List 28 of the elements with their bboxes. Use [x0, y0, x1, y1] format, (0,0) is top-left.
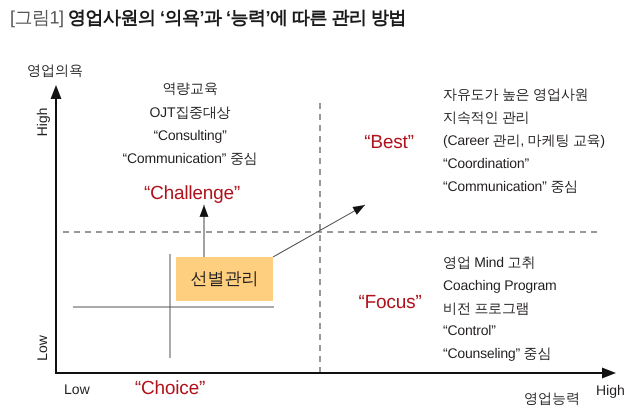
arrow: [200, 204, 208, 258]
note-text: 지속적인 관리: [443, 108, 530, 126]
arrow: [272, 204, 366, 258]
note-text: (Career 관리, 마케팅 교육): [443, 132, 605, 148]
axis-title: 영업의욕: [27, 62, 83, 78]
note-text: 역량교육: [162, 80, 218, 96]
quadrant-label: “Challenge”: [144, 183, 240, 205]
note-text: “Consulting”: [153, 126, 227, 144]
axis-title: 영업능력: [524, 390, 580, 406]
note-text: “Control”: [443, 322, 496, 338]
axis-scale-label: Low: [64, 380, 90, 398]
quadrant-label: “Choice”: [134, 378, 206, 400]
axis-scale-label: High: [596, 382, 625, 398]
note-text: Coaching Program: [443, 276, 557, 294]
axis-scale-label: High: [34, 108, 50, 136]
note-text: 비전 프로그램: [443, 300, 530, 316]
figure-title: [그림1] 영업사원의 ‘의욕’과 ‘능력’에 따른 관리 방법: [10, 8, 406, 28]
note-text: “Counseling” 중심: [443, 344, 552, 362]
note-text: “Communication” 중심: [443, 178, 578, 194]
quadrant-label: “Best”: [364, 132, 414, 154]
note-text: “Coordination”: [443, 154, 529, 172]
note-text: OJT집중대상: [149, 104, 231, 120]
note-text: “Communication” 중심: [122, 150, 258, 166]
axis-scale-label: Low: [34, 335, 50, 361]
quadrant-label: “Focus”: [358, 292, 422, 314]
note-text: 영업 Mind 고취: [443, 254, 536, 270]
note-text: 자유도가 높은 영업사원: [443, 86, 588, 102]
process-box: 선별관리: [176, 257, 273, 301]
